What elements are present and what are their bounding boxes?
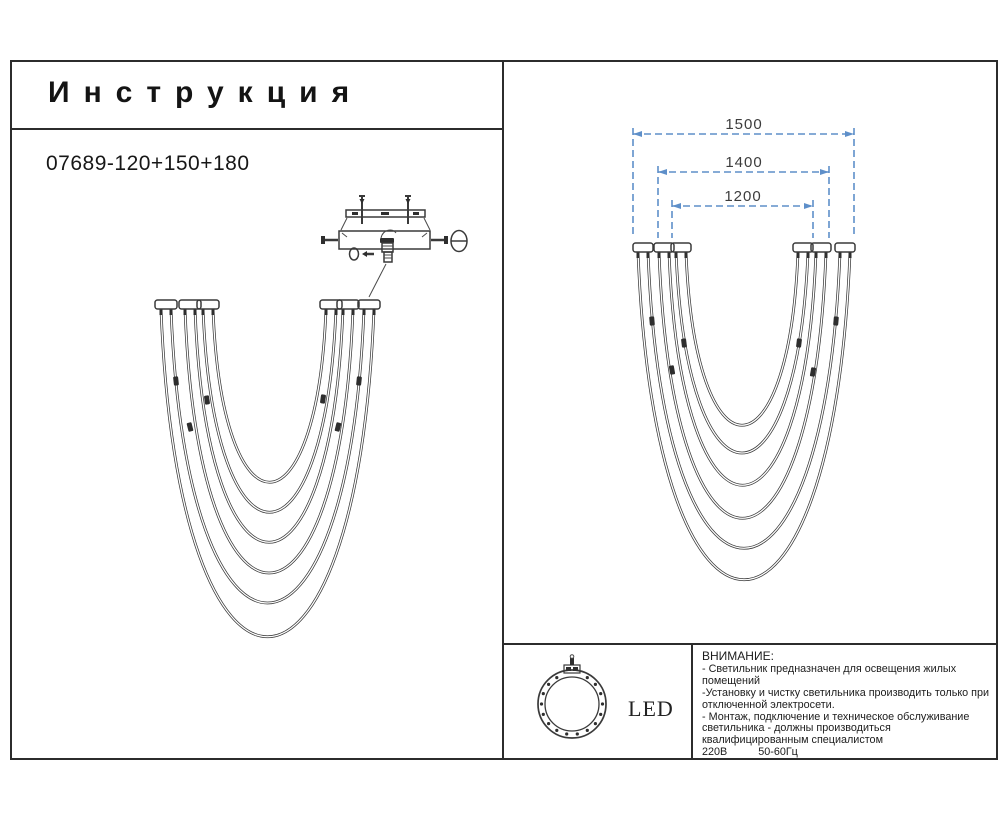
bottom-row-separator [502, 643, 998, 645]
warning-block: ВНИМАНИЕ: - Светильник предназначен для … [702, 649, 994, 759]
warning-line: светильника - должны производиться [702, 722, 891, 735]
warning-line: - Светильник предназначен для освещения … [702, 662, 957, 675]
power-spec-row: 220В 50-60Гц [702, 746, 994, 759]
led-warning-divider [691, 643, 693, 760]
warning-line: помещений [702, 674, 761, 687]
page-title: Инструкция [48, 76, 364, 109]
warning-heading: ВНИМАНИЕ: [702, 649, 774, 663]
led-label: LED [628, 696, 674, 721]
warning-line: отключенной электросети. [702, 698, 835, 711]
warning-line: - Монтаж, подключение и техническое обсл… [702, 710, 970, 723]
warning-line: -Установку и чистку светильника производ… [702, 686, 990, 699]
model-number: 07689-120+150+180 [46, 152, 250, 175]
warning-line: квалифицированным специалистом [702, 734, 883, 747]
title-separator [10, 128, 504, 130]
sheet-outer-border [10, 60, 998, 760]
voltage-value: 220В [702, 746, 728, 759]
panel-divider [502, 60, 504, 760]
frequency-value: 50-60Гц [758, 746, 798, 759]
